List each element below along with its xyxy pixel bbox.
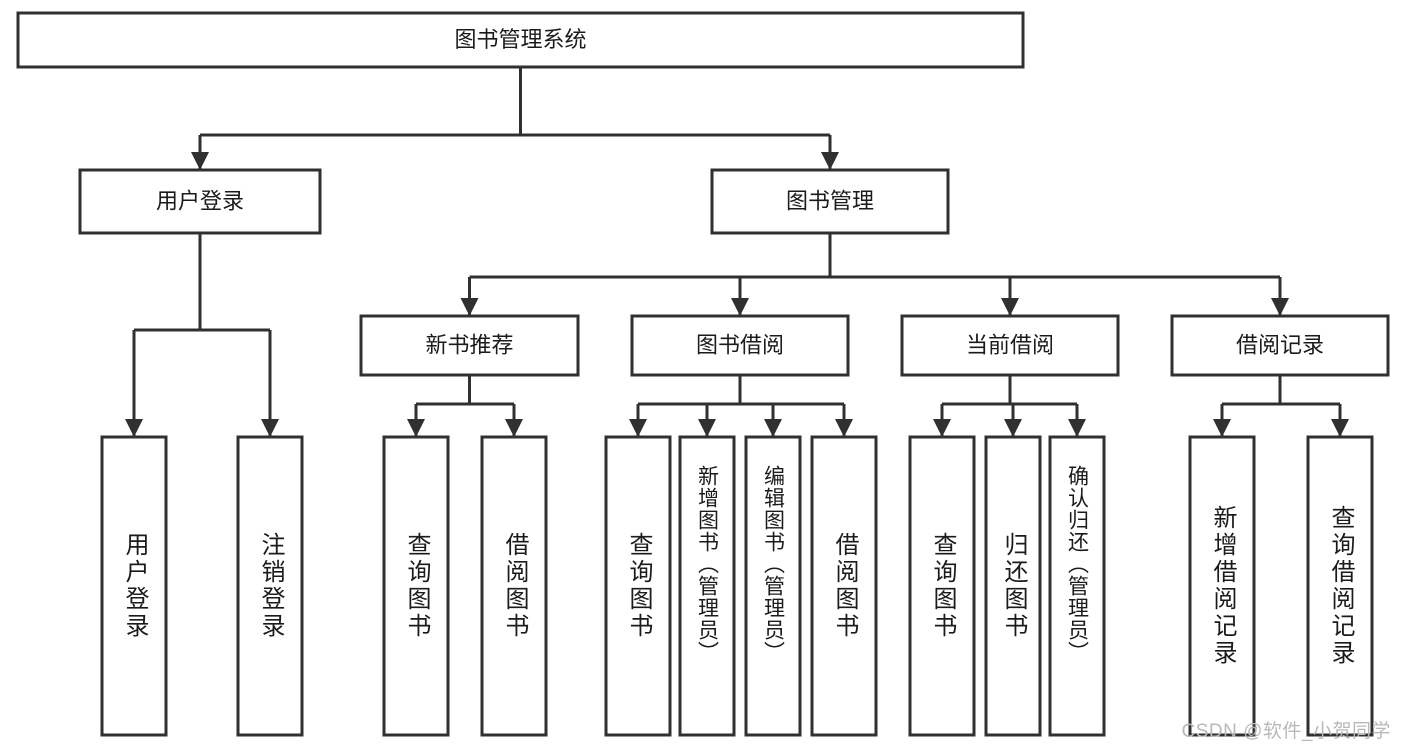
current-borrow-arrow-2 [1068,419,1086,437]
node-leaf-query-book-1[interactable] [382,435,450,737]
node-borrow-record[interactable] [1170,314,1390,377]
borrow-record-arrow-1 [1331,419,1349,437]
node-leaf-user-logout[interactable] [236,435,304,737]
node-leaf-edit-book[interactable] [744,435,802,737]
book-manage-arrow-0 [460,298,479,316]
book-borrow-arrow-3 [835,419,853,437]
node-leaf-confirm-return[interactable] [1048,435,1106,737]
new-book-rec-arrow-1 [505,419,523,437]
user-login-arrow-1 [261,419,279,437]
node-new-book-rec[interactable] [359,314,580,377]
node-leaf-query-book-3[interactable] [908,435,976,737]
current-borrow-arrow-0 [933,419,951,437]
borrow-record-arrow-0 [1213,419,1231,437]
book-manage-arrow-1 [731,298,749,316]
book-manage-arrow-2 [1001,298,1019,316]
node-leaf-borrow-book-1[interactable] [480,435,548,737]
node-user-login[interactable] [78,168,322,235]
root-arrow-1 [821,152,839,170]
csdn-watermark: CSDN @软件_小贺同学 [1181,721,1391,742]
new-book-rec-arrow-0 [407,419,425,437]
node-leaf-borrow-book-2[interactable] [810,435,878,737]
node-leaf-query-record[interactable] [1306,435,1374,737]
node-new-book-rec-label: 新书推荐 [425,332,513,357]
node-book-manage[interactable] [710,168,950,235]
node-box-layer [16,11,1390,737]
user-login-arrow-0 [125,419,143,437]
node-leaf-query-book-2[interactable] [604,435,672,737]
current-borrow-arrow-1 [1004,419,1022,437]
node-book-borrow-label: 图书借阅 [696,332,784,357]
book-borrow-arrow-0 [629,419,647,437]
node-current-borrow[interactable] [900,314,1120,377]
node-book-borrow[interactable] [630,314,850,377]
book-borrow-arrow-2 [764,419,782,437]
book-borrow-arrow-1 [698,419,716,437]
root-arrow-0 [191,152,209,170]
node-leaf-add-record[interactable] [1188,435,1256,737]
node-root-label: 图书管理系统 [454,27,586,52]
node-user-login-label: 用户登录 [156,188,244,213]
node-leaf-user-login[interactable] [100,435,168,737]
connector-layer [125,67,1349,437]
node-current-borrow-label: 当前借阅 [966,332,1054,357]
node-leaf-return-book[interactable] [984,435,1042,737]
node-borrow-record-label: 借阅记录 [1236,332,1324,357]
node-book-manage-label: 图书管理 [786,188,874,213]
book-manage-arrow-3 [1271,298,1289,316]
node-root[interactable] [16,11,1025,69]
node-leaf-add-book[interactable] [678,435,736,737]
